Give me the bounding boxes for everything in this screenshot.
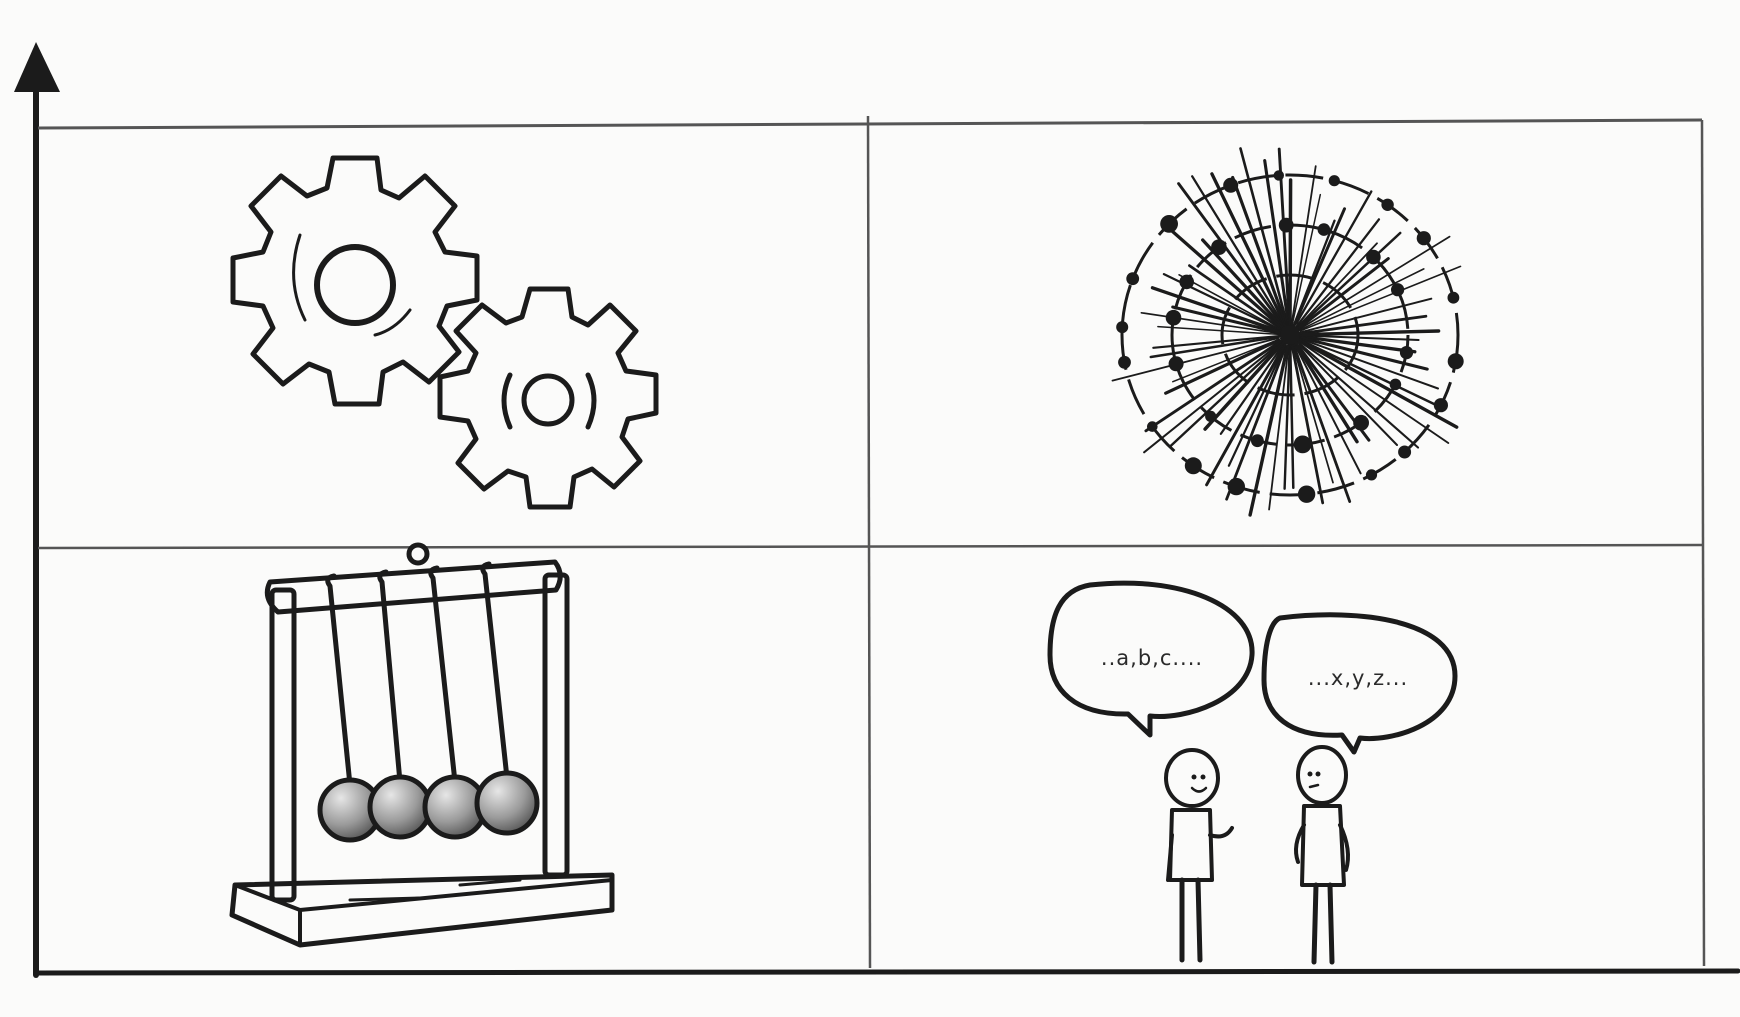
burst-node [1353,415,1369,431]
burst-node [1251,434,1264,447]
grid-top-border [38,120,1702,128]
burst-node [1381,199,1393,211]
burst-node [1211,239,1227,255]
speech-bubble-right-text: ...x,y,z... [1308,666,1408,690]
cradle-top-bar [267,562,560,612]
burst-node [1400,346,1413,359]
burst-node [1279,218,1294,233]
burst-node [1391,283,1404,296]
burst-node [1166,310,1182,326]
burst-node [1179,275,1194,290]
small-gear [440,289,656,507]
burst-node [1169,356,1184,371]
burst-node [1417,231,1431,245]
burst-node [1448,353,1464,369]
person-left [1166,750,1232,960]
burst-node [1126,272,1139,285]
burst-node [1223,178,1238,193]
network-burst-icon [1113,149,1464,516]
large-gear-hole [317,247,393,323]
burst-ray [1290,180,1291,327]
grid-horizontal-divider [38,545,1702,548]
two-people-talking-icon: ..a,b,c.... ...x,y,z... [1050,583,1455,962]
burst-node [1185,457,1202,474]
large-gear [233,158,477,404]
burst-node [1205,411,1216,422]
speech-bubble-left: ..a,b,c.... [1050,583,1252,735]
y-axis-arrowhead [14,42,60,92]
burst-center [1280,325,1300,345]
burst-node [1294,436,1312,454]
cradle-left-post [272,590,294,900]
cradle-right-post [545,575,567,875]
burst-node [1160,215,1178,233]
burst-node [1116,321,1128,333]
burst-node [1274,170,1284,180]
burst-node [1434,398,1448,412]
burst-node [1390,379,1402,391]
burst-node [1228,478,1245,495]
newtons-cradle-icon [232,545,612,945]
cradle-ball [370,777,430,837]
x-axis-line [36,971,1738,973]
quadrant-grid [38,116,1704,968]
burst-node [1366,469,1377,480]
cradle-ball [477,773,537,833]
speech-bubble-left-text: ..a,b,c.... [1101,646,1203,670]
burst-ray [1170,344,1281,447]
burst-ray [1290,342,1293,488]
gears-icon [233,158,656,507]
burst-ray [1296,192,1371,324]
burst-node [1318,223,1331,236]
burst-ray [1292,341,1333,483]
burst-node [1366,250,1381,265]
cradle-knob [409,545,427,563]
burst-node [1398,446,1411,459]
grid-vertical-divider [868,116,870,968]
burst-node [1448,292,1460,304]
burst-node [1118,356,1131,369]
cradle-balls [320,773,537,840]
grid-right-border [1702,120,1704,966]
small-gear-hole [524,376,572,424]
person-right [1296,747,1348,962]
burst-node [1298,486,1315,503]
speech-bubble-right: ...x,y,z... [1264,615,1455,752]
burst-node [1329,175,1340,186]
burst-node [1147,421,1158,432]
